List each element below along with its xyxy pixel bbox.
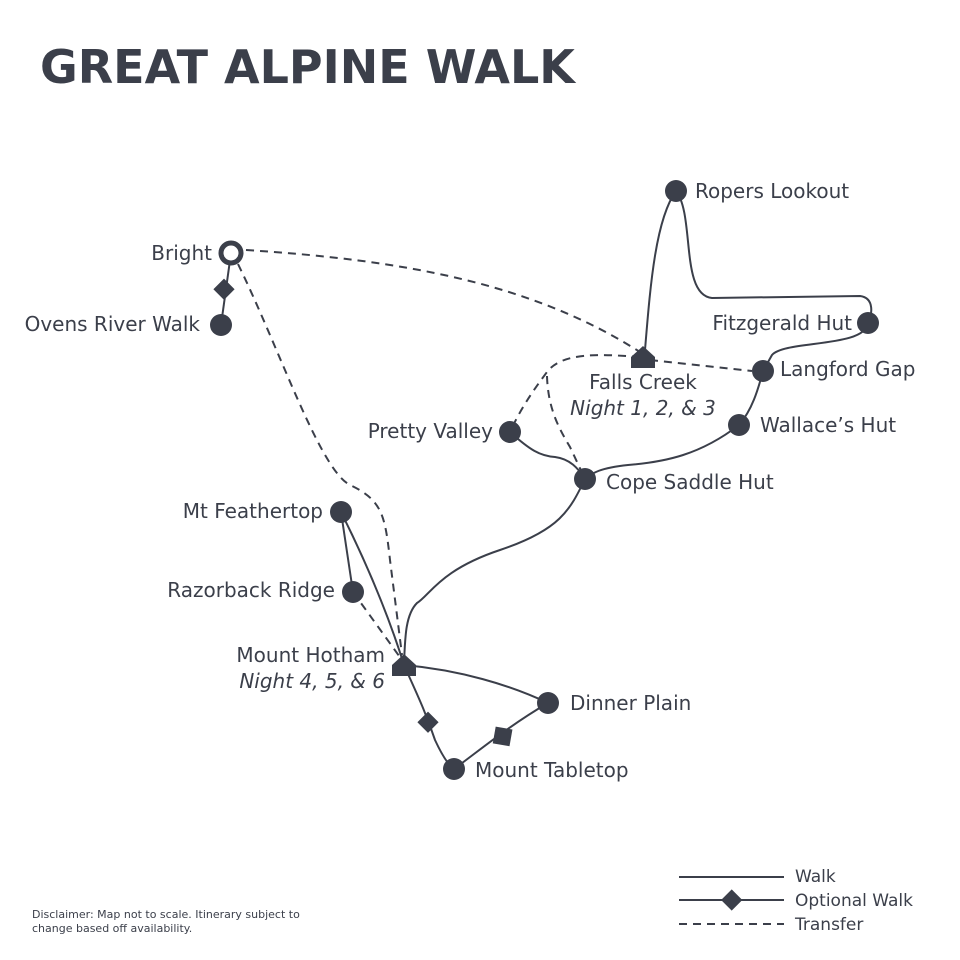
tabletop-marker <box>443 758 465 780</box>
label-hotham: Mount Hotham <box>236 643 385 667</box>
label-ropers: Ropers Lookout <box>695 179 849 203</box>
label-hotham-nights: Night 4, 5, & 6 <box>239 669 385 693</box>
house-icon <box>631 346 655 368</box>
legend-optional: Optional Walk <box>795 891 913 911</box>
label-falls-nights: Night 1, 2, & 3 <box>570 396 716 420</box>
label-bright: Bright <box>151 241 212 265</box>
cope-marker <box>574 468 596 490</box>
label-fitzgerald: Fitzgerald Hut <box>712 311 852 335</box>
optional-diamond-icon <box>417 711 439 733</box>
feathertop-marker <box>330 501 352 523</box>
dinner-plain-marker <box>537 692 559 714</box>
wallace-marker <box>728 414 750 436</box>
label-dinner: Dinner Plain <box>570 691 691 715</box>
fitzgerald-marker <box>857 312 879 334</box>
house-icon <box>392 654 416 676</box>
ropers-marker <box>665 180 687 202</box>
bright-start-marker <box>218 240 244 266</box>
label-cope: Cope Saddle Hut <box>606 470 774 494</box>
label-razorback: Razorback Ridge <box>167 578 335 602</box>
optional-diamond-icon <box>721 889 743 911</box>
pretty-valley-marker <box>499 421 521 443</box>
legend: Walk Optional Walk Transfer <box>679 867 913 935</box>
label-tabletop: Mount Tabletop <box>475 758 629 782</box>
ovens-marker <box>210 314 232 336</box>
label-wallace: Wallace’s Hut <box>760 413 896 437</box>
disclaimer: Disclaimer: Map not to scale. Itinerary … <box>32 908 300 935</box>
label-feathertop: Mt Feathertop <box>183 499 323 523</box>
label-falls: Falls Creek <box>589 370 697 394</box>
razorback-marker <box>342 581 364 603</box>
label-pretty: Pretty Valley <box>368 419 493 443</box>
label-langford: Langford Gap <box>780 357 915 381</box>
transfer-routes <box>237 249 753 661</box>
langford-marker <box>752 360 774 382</box>
label-ovens: Ovens River Walk <box>25 312 201 336</box>
optional-diamond-icon <box>492 726 513 747</box>
walk-routes <box>220 190 873 770</box>
optional-diamond-icon <box>213 278 235 300</box>
map-title: GREAT ALPINE WALK <box>40 40 575 94</box>
legend-walk: Walk <box>795 867 836 887</box>
legend-transfer: Transfer <box>794 915 863 935</box>
